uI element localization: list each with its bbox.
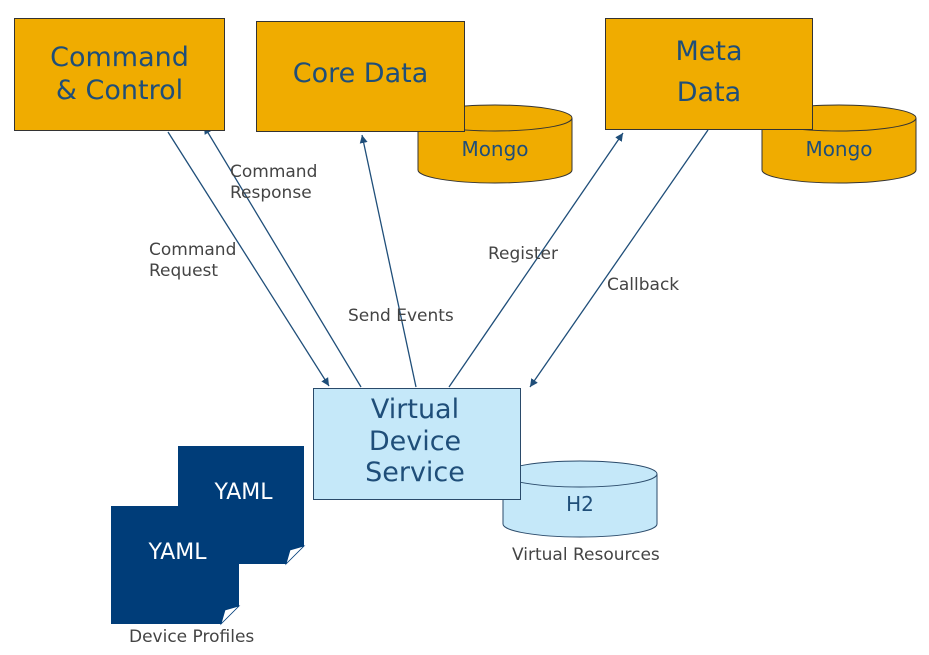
meta-data-label: Meta Data: [675, 36, 743, 108]
meta-data-box: Meta Data: [605, 18, 813, 130]
command-control-box: Command & Control: [14, 18, 225, 131]
command-response-label: Command Response: [230, 162, 318, 204]
command-control-label: Command & Control: [50, 42, 189, 106]
virtual-device-service-box: Virtual Device Service: [313, 388, 521, 500]
command-request-arrow: [167, 131, 330, 387]
core-data-db-label: Mongo: [461, 137, 529, 161]
send-events-arrow: [359, 134, 417, 388]
core-data-box: Core Data: [256, 21, 465, 132]
callback-label: Callback: [607, 275, 680, 295]
core-data-label: Core Data: [292, 58, 429, 89]
register-arrow: [448, 132, 624, 388]
yaml-file-front-icon: [111, 506, 241, 626]
device-profiles-caption: Device Profiles: [129, 627, 255, 647]
send-events-label: Send Events: [348, 306, 454, 326]
callback-arrow: [529, 129, 709, 388]
virtual-resources-caption: Virtual Resources: [512, 545, 660, 565]
h2-cylinder: [502, 460, 658, 538]
virtual-device-service-label: Virtual Device Service: [365, 394, 465, 489]
command-request-label: Command Request: [149, 240, 237, 282]
yaml-front-label: YAML: [148, 540, 207, 565]
yaml-back-label: YAML: [214, 480, 273, 505]
command-response-arrow: [203, 125, 362, 388]
meta-data-db-label: Mongo: [805, 137, 873, 161]
virtual-db-label: H2: [566, 492, 594, 516]
register-label: Register: [488, 244, 558, 264]
